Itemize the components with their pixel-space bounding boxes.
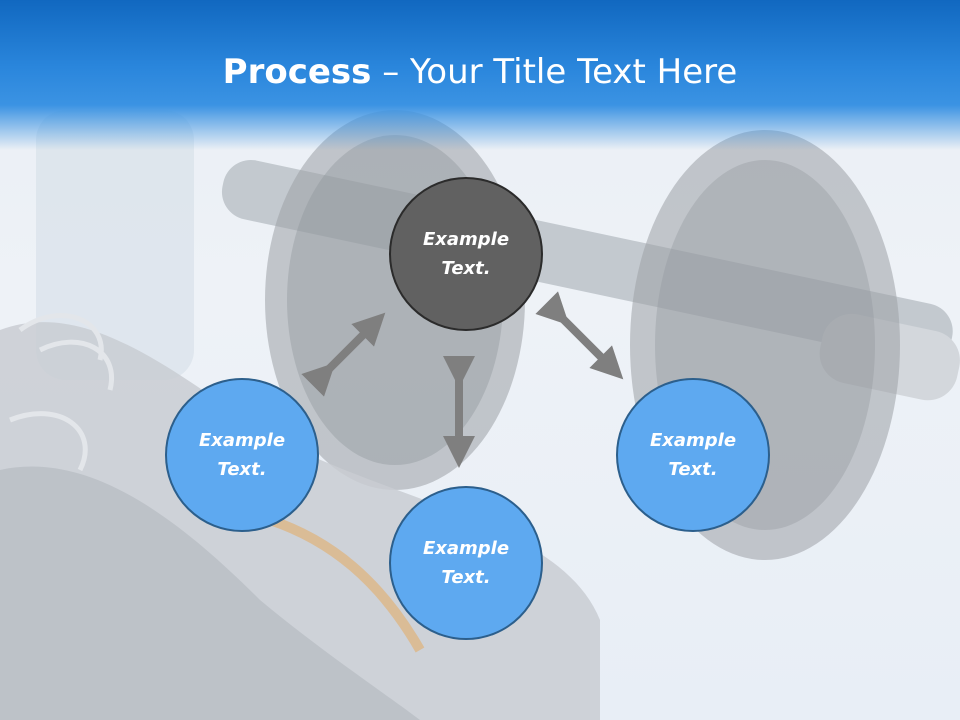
node-left-line2: Text. <box>217 459 267 480</box>
slide-title: Process – Your Title Text Here <box>0 52 960 92</box>
node-top-line1: Example <box>422 229 510 250</box>
title-bold: Process <box>222 52 372 92</box>
node-right-line2: Text. <box>668 459 718 480</box>
node-top-line2: Text. <box>441 258 491 279</box>
process-node-bottom: Example Text. <box>389 486 543 640</box>
process-node-left: Example Text. <box>165 378 319 532</box>
process-node-top: Example Text. <box>389 177 543 331</box>
node-right-line1: Example <box>649 430 737 451</box>
arrow-top-left <box>301 312 386 397</box>
node-bottom-line1: Example <box>422 538 510 559</box>
arrow-top-right <box>535 291 624 380</box>
title-banner <box>0 0 960 150</box>
title-text: Your Title Text Here <box>410 52 738 92</box>
process-node-right: Example Text. <box>616 378 770 532</box>
node-left-line1: Example <box>198 430 286 451</box>
title-separator: – <box>371 52 411 92</box>
node-bottom-line2: Text. <box>441 567 491 588</box>
